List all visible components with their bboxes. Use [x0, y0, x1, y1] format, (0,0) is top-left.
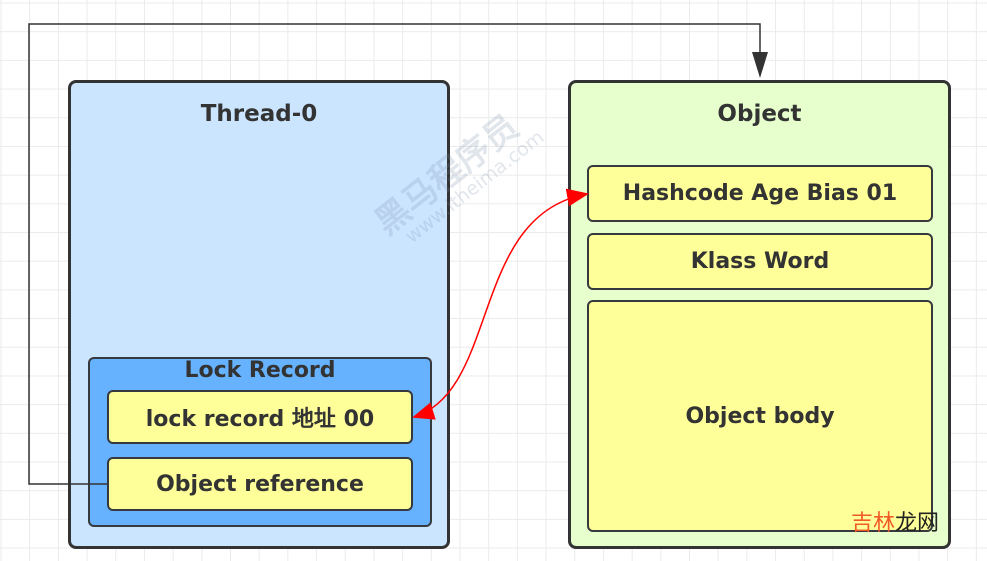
mark-word-cell: Hashcode Age Bias 01	[587, 165, 933, 222]
thread-title: Thread-0	[200, 101, 318, 127]
cas-swap-connector	[412, 188, 589, 420]
corner-watermark-part2: 龙网	[895, 511, 940, 536]
object-body-cell: Object body	[587, 300, 933, 532]
corner-site-watermark: 吉林龙网	[851, 511, 939, 537]
object-reference-cell: Object reference	[107, 457, 413, 511]
lock-record-title: Lock Record	[184, 358, 336, 383]
object-reference-connector	[28, 23, 761, 485]
object-reference-arrowhead	[752, 52, 768, 78]
corner-watermark-part1: 吉林	[851, 511, 896, 536]
object-title: Object	[717, 101, 802, 127]
lock-record-address-cell: lock record 地址 00	[107, 390, 413, 444]
